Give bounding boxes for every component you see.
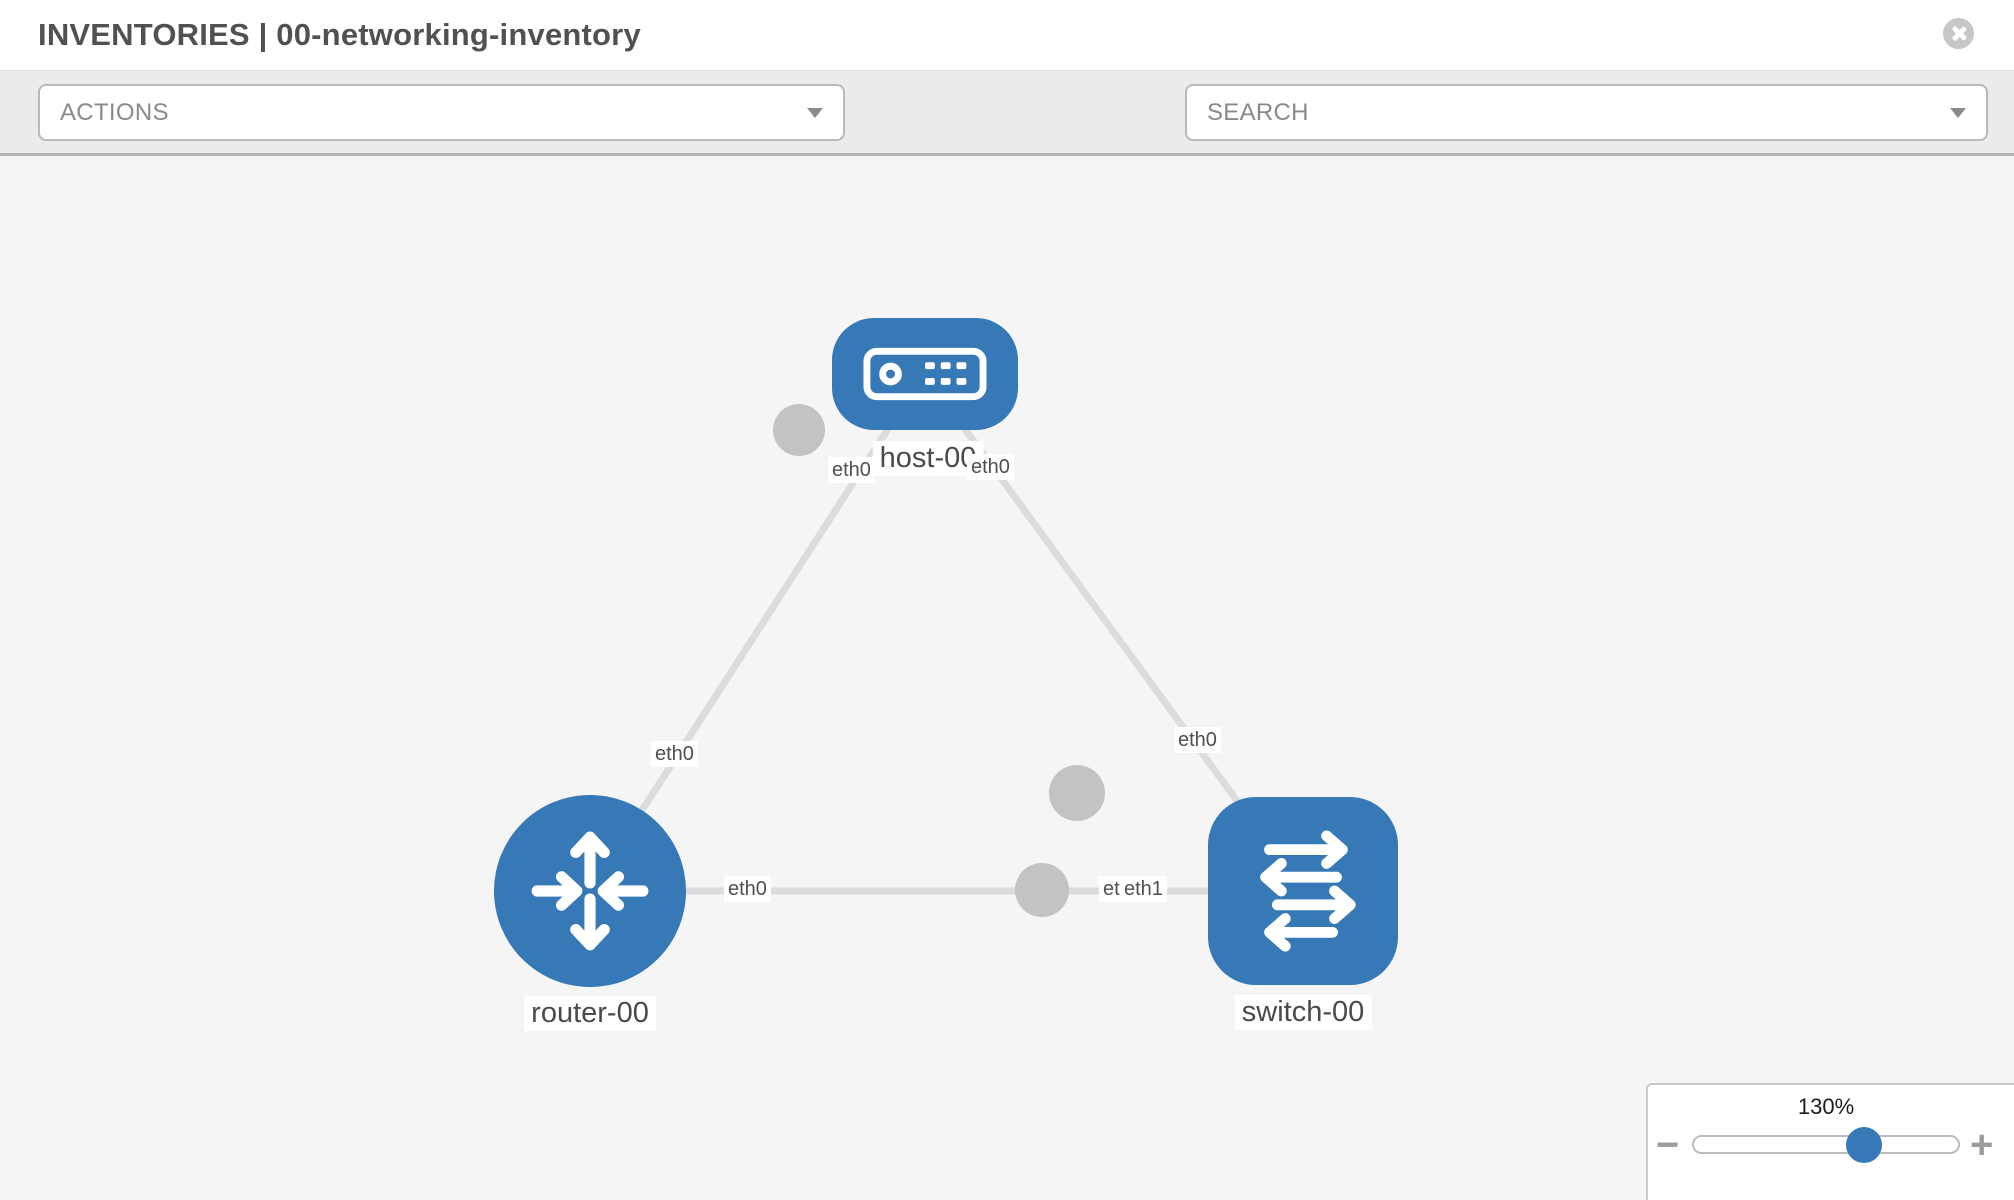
interface-label-host-right: eth0 <box>967 454 1014 480</box>
zoom-out-button[interactable]: − <box>1656 1123 1680 1167</box>
node-label-host: host-00 <box>872 441 984 476</box>
router-icon <box>531 831 649 951</box>
interface-label-switch-top: eth0 <box>1174 727 1221 753</box>
switch-icon <box>1260 830 1356 952</box>
node-router[interactable] <box>494 795 686 987</box>
actions-dropdown-label: ACTIONS <box>60 98 169 126</box>
interface-label-router-right: eth0 <box>724 876 771 902</box>
interface-endpoint-switch-left <box>1015 863 1069 917</box>
zoom-level-value: 130% <box>1797 1094 1855 1119</box>
zoom-slider-thumb[interactable] <box>1846 1127 1882 1163</box>
node-switch[interactable] <box>1208 797 1398 985</box>
node-label-switch: switch-00 <box>1234 995 1372 1030</box>
interface-label-host-left: eth0 <box>828 457 875 483</box>
search-dropdown[interactable]: SEARCH <box>1185 84 1988 141</box>
chevron-down-icon <box>1950 107 1966 118</box>
toolbar: ACTIONS SEARCH <box>0 71 2014 204</box>
page-title: INVENTORIES | 00-networking-inventory <box>38 17 641 52</box>
chevron-down-icon <box>807 107 823 118</box>
topology-links <box>587 370 1306 895</box>
interface-endpoint-switch-top <box>1049 765 1105 821</box>
zoom-in-button[interactable]: + <box>1970 1123 1994 1167</box>
zoom-panel: 130% − + <box>1646 1083 2014 1200</box>
node-label-router: router-00 <box>524 996 656 1031</box>
interface-label-router-top: eth0 <box>651 741 698 767</box>
topology-canvas[interactable]: host-00 router-00 switch-00 eth0 eth0 et… <box>0 156 2014 1200</box>
search-placeholder: SEARCH <box>1207 98 1309 126</box>
zoom-slider-track[interactable] <box>1692 1135 1960 1154</box>
node-host[interactable] <box>832 318 1018 430</box>
close-button[interactable] <box>1943 18 1974 49</box>
close-icon <box>1950 25 1967 42</box>
interface-label-switch-left-front: eth1 <box>1120 876 1167 902</box>
interface-endpoint-host <box>773 404 825 456</box>
actions-dropdown[interactable]: ACTIONS <box>38 84 845 141</box>
header: INVENTORIES | 00-networking-inventory <box>0 0 2014 71</box>
host-icon <box>863 347 987 401</box>
